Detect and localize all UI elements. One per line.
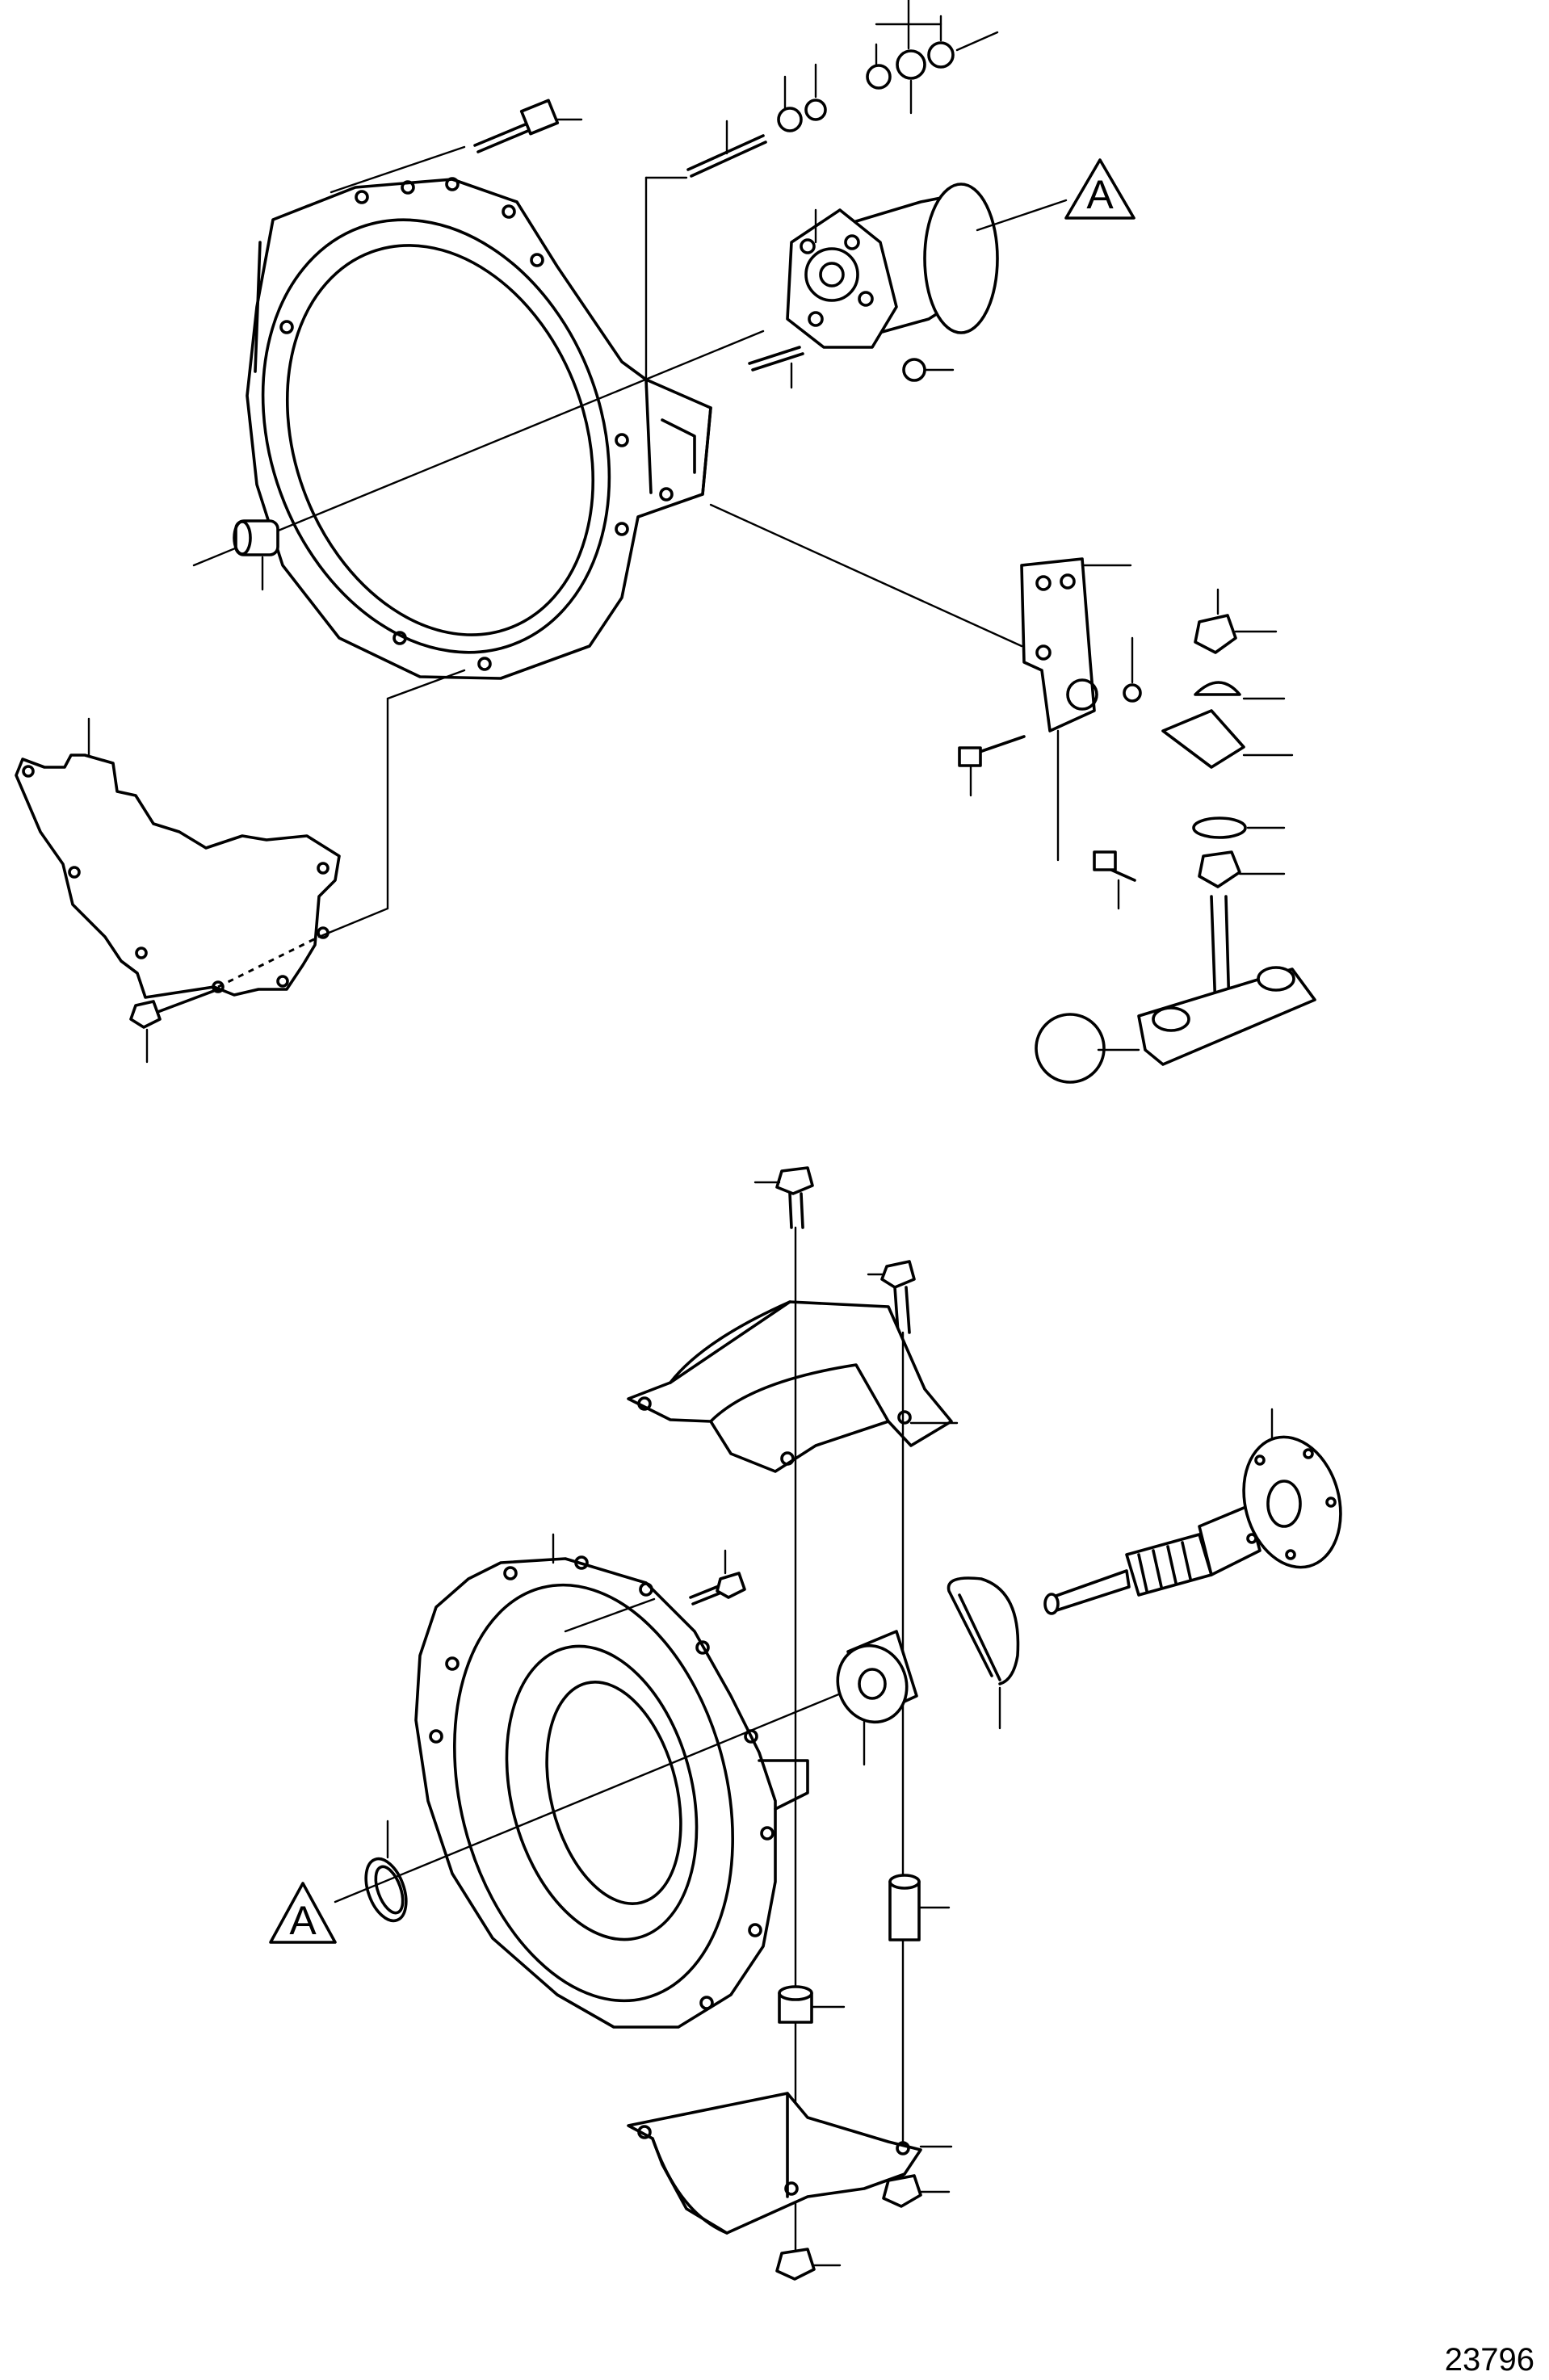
upper-half-clamp (627, 1300, 959, 1473)
mount-stack (1097, 588, 1316, 1066)
bracket-bolt (958, 636, 1142, 910)
cover-plate (15, 669, 466, 1064)
starter-stud-nut (748, 346, 955, 389)
snap-ring (364, 1820, 408, 1923)
lower-half-clamp (627, 2092, 953, 2235)
triangle-label: A (1086, 172, 1114, 217)
leader-line (334, 1682, 866, 1904)
bearing-cap-bolt (754, 1166, 916, 1334)
stud-and-washers (644, 0, 999, 389)
flywheel-housing (246, 177, 712, 680)
triangle-marker-lower: A (269, 1882, 337, 1944)
housing-bolt (330, 99, 583, 194)
starter-motor (786, 183, 1068, 349)
leader-line (709, 503, 1023, 648)
triangle-label: A (289, 1898, 317, 1943)
leader-line (192, 330, 765, 567)
spacer-tube (778, 1874, 951, 2024)
spacer-sleeve (233, 519, 279, 591)
bearing (836, 1630, 918, 1766)
engine-mount-bracket (1020, 557, 1132, 732)
bell-housing (414, 1533, 809, 2029)
output-shaft (1043, 1408, 1342, 1615)
triangle-marker-upper: A (1064, 158, 1136, 220)
circlip (947, 1576, 1020, 1730)
clamp-nut (775, 2174, 951, 2281)
figure-reference-number: 23796 (1445, 2342, 1534, 2378)
callout-circle (1035, 1013, 1106, 1084)
housing-bolt (689, 1549, 746, 1606)
